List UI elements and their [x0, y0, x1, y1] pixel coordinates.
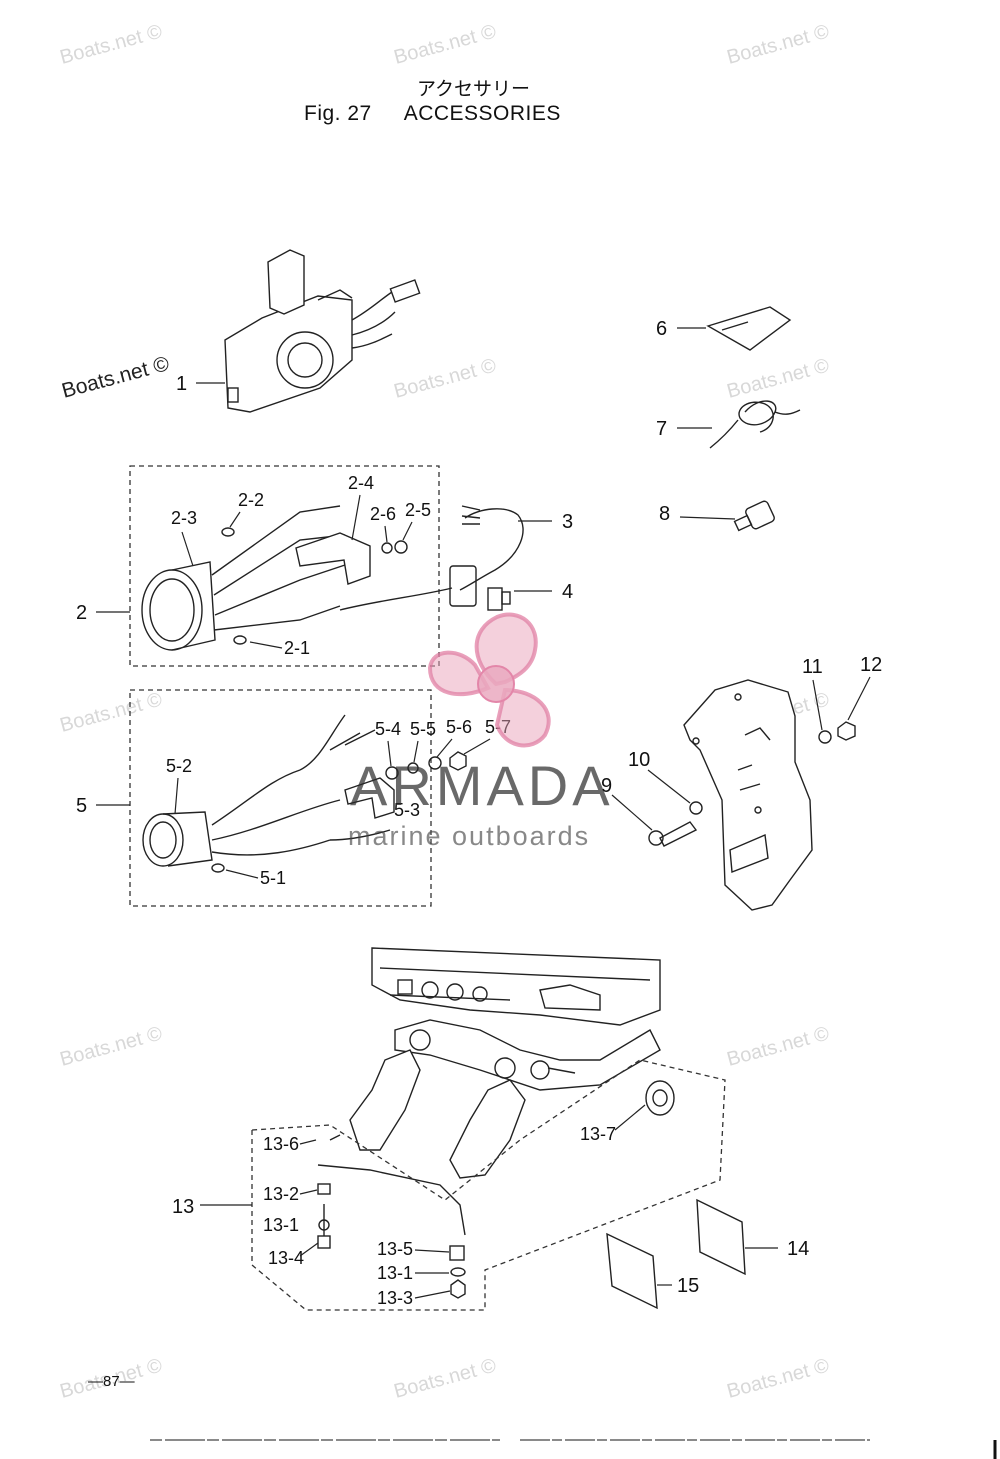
watermark-text: Boats.net © [392, 354, 499, 402]
watermark-text: Boats.net © [725, 354, 832, 402]
watermark-text-dark: Boats.net © [59, 352, 172, 403]
watermark-text: Boats.net © [58, 20, 165, 68]
brand-tagline: marine outboards [348, 821, 590, 851]
watermark-text: Boats.net © [725, 1354, 832, 1402]
label-part-2-5: 2-5 [405, 500, 431, 520]
watermark-text: Boats.net © [392, 20, 499, 68]
label-part-5-5: 5-5 [410, 719, 436, 739]
label-part-2-2: 2-2 [238, 490, 264, 510]
label-part-5-3: 5-3 [394, 800, 420, 820]
part-7-spring: 7 [656, 400, 801, 449]
label-part-13-3: 13-3 [377, 1288, 413, 1308]
label-part-5: 5 [76, 795, 87, 817]
label-part-2-6: 2-6 [370, 504, 396, 524]
watermark-text: Boats.net © [725, 1022, 832, 1070]
label-part-7: 7 [656, 418, 667, 440]
bracket-assembly: 9 10 11 12 [601, 654, 882, 911]
label-part-5-6: 5-6 [446, 717, 472, 737]
brand-name: ARMADA [350, 754, 614, 817]
part-2-gauge-assembly: 2 2-1 2-2 2-3 2-4 2-5 2-6 [76, 465, 440, 667]
part-15-decal: 15 [606, 1232, 699, 1310]
figure-number: Fig. 27 [304, 102, 372, 125]
label-part-1: 1 [176, 373, 187, 395]
label-part-5-4: 5-4 [375, 719, 401, 739]
label-part-15: 15 [677, 1275, 699, 1297]
label-part-13-5: 13-5 [377, 1239, 413, 1259]
label-part-13-6: 13-6 [263, 1134, 299, 1154]
label-part-2-4: 2-4 [348, 473, 374, 493]
part-3-wire-harness: 3 [339, 505, 573, 611]
label-part-3: 3 [562, 511, 573, 533]
figure-title: Fig. 27 ACCESSORIES [304, 102, 561, 126]
watermark-text: Boats.net © [725, 20, 832, 68]
label-part-5-1: 5-1 [260, 868, 286, 888]
part-1-remote-control: 1 [176, 249, 421, 413]
label-part-2-1: 2-1 [284, 638, 310, 658]
part-8-anode: 8 [659, 500, 775, 532]
label-part-14: 14 [787, 1238, 809, 1260]
label-part-12: 12 [860, 654, 882, 676]
label-part-4: 4 [562, 581, 573, 603]
label-part-13-1b: 13-1 [377, 1263, 413, 1283]
label-part-9: 9 [601, 775, 612, 797]
label-part-6: 6 [656, 318, 667, 340]
label-part-13-7: 13-7 [580, 1124, 616, 1144]
scan-edge-lines [150, 1439, 997, 1459]
label-part-2-3: 2-3 [171, 508, 197, 528]
part-14-decal: 14 [696, 1198, 809, 1276]
propeller-icon [427, 612, 551, 748]
part-5-gauge-assembly: 5 5-1 5-2 5-3 5-4 5-5 5-6 5-7 [76, 689, 511, 907]
label-part-13-2: 13-2 [263, 1184, 299, 1204]
figure-name: ACCESSORIES [403, 102, 561, 125]
page-number: —87— [88, 1373, 135, 1390]
label-part-2: 2 [76, 602, 87, 624]
label-part-5-2: 5-2 [166, 756, 192, 776]
part-6-pouch: 6 [656, 306, 792, 351]
watermark-text: Boats.net © [58, 688, 165, 736]
part-13-steering-assembly: 13 13-1 13-1 13-2 13-3 13-4 13-5 13-6 13… [172, 947, 726, 1311]
label-part-13-4: 13-4 [268, 1248, 304, 1268]
watermark-text: Boats.net © [392, 1354, 499, 1402]
watermark-text: Boats.net © [58, 1022, 165, 1070]
label-part-13-1a: 13-1 [263, 1215, 299, 1235]
title-japanese: アクセサリー [417, 78, 531, 100]
part-4-clip: 4 [487, 581, 573, 611]
label-part-10: 10 [628, 749, 650, 771]
armada-logo: ARMADA marine outboards [348, 612, 614, 851]
label-part-8: 8 [659, 503, 670, 525]
label-part-11: 11 [802, 656, 823, 678]
label-part-13: 13 [172, 1196, 194, 1218]
